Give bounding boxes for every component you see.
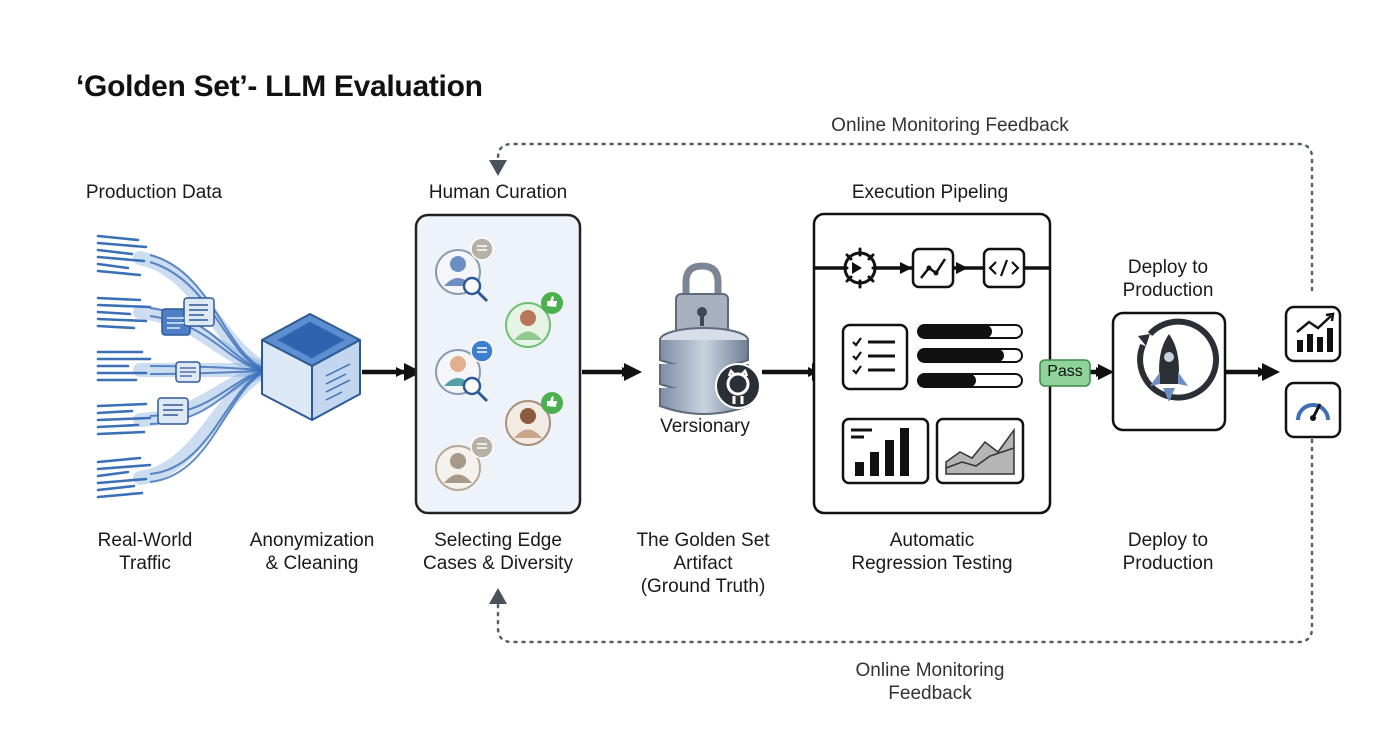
github-icon bbox=[715, 363, 761, 409]
header-deploy-line-2: Production bbox=[1122, 280, 1214, 301]
caption-selecting-line-2: Cases & Diversity bbox=[423, 553, 573, 574]
caption-anon-line-1: Anonymization bbox=[249, 530, 375, 551]
db-label: Versionary bbox=[660, 416, 750, 437]
bar-chart-icon bbox=[841, 417, 930, 485]
line-chart-icon bbox=[911, 247, 955, 289]
caption-golden-line-2: Artifact bbox=[673, 553, 733, 574]
caption-traffic-line-1: Real-World bbox=[97, 530, 193, 551]
caption-golden-line-1: The Golden Set bbox=[636, 530, 770, 551]
cube-icon bbox=[261, 313, 361, 421]
reviewer-search-icon bbox=[435, 237, 494, 303]
pass-label: Pass bbox=[1047, 363, 1083, 380]
feedback-bottom-label: Online Monitoring Feedback bbox=[830, 659, 1030, 705]
caption-selecting: Selecting Edge Cases & Diversity bbox=[405, 529, 591, 575]
reviewer-approve-icon bbox=[505, 292, 563, 348]
caption-regression-line-2: Regression Testing bbox=[851, 553, 1013, 574]
header-deploy: Deploy to Production bbox=[1090, 256, 1246, 302]
caption-deploy: Deploy to Production bbox=[1090, 529, 1246, 575]
analytics-icon bbox=[1284, 305, 1342, 363]
feedback-loop bbox=[496, 142, 1314, 644]
caption-anon-line-2: & Cleaning bbox=[265, 553, 359, 574]
reviewer-search-icon bbox=[435, 339, 494, 403]
caption-regression: Automatic Regression Testing bbox=[832, 529, 1032, 575]
caption-deploy-line-2: Production bbox=[1122, 553, 1214, 574]
header-production-data: Production Data bbox=[85, 182, 223, 203]
checklist-icon bbox=[841, 323, 909, 391]
caption-selecting-line-1: Selecting Edge bbox=[434, 530, 562, 551]
header-human-curation: Human Curation bbox=[428, 182, 568, 203]
caption-regression-line-1: Automatic bbox=[889, 530, 975, 551]
feedback-arrow-down bbox=[489, 160, 507, 176]
reviewer-approve-icon bbox=[505, 392, 563, 446]
gauge-icon bbox=[1284, 381, 1342, 439]
code-icon bbox=[982, 247, 1026, 289]
feedback-top-label: Online Monitoring Feedback bbox=[831, 115, 1069, 136]
caption-traffic-line-2: Traffic bbox=[119, 553, 171, 574]
feedback-bottom-line-1: Online Monitoring bbox=[855, 660, 1005, 681]
caption-golden-line-3: (Ground Truth) bbox=[640, 576, 766, 597]
gear-icon bbox=[839, 247, 881, 289]
feedback-arrow-up bbox=[489, 588, 507, 604]
caption-golden: The Golden Set Artifact (Ground Truth) bbox=[618, 529, 788, 598]
reviewer-comment-icon bbox=[435, 435, 494, 491]
header-deploy-line-1: Deploy to bbox=[1127, 257, 1209, 278]
area-chart-icon bbox=[935, 417, 1025, 485]
pass-badge bbox=[1039, 359, 1091, 387]
caption-traffic: Real-World Traffic bbox=[70, 529, 220, 575]
caption-deploy-line-1: Deploy to bbox=[1127, 530, 1209, 551]
header-execution: Execution Pipeling bbox=[851, 182, 1009, 203]
text-streams-icon bbox=[96, 234, 275, 499]
progress-bars bbox=[917, 324, 1023, 388]
caption-anon: Anonymization & Cleaning bbox=[232, 529, 392, 575]
diagram-title: ‘Golden Set’- LLM Evaluation bbox=[76, 70, 483, 103]
feedback-bottom-line-2: Feedback bbox=[888, 683, 972, 704]
rocket-icon bbox=[1137, 318, 1220, 402]
